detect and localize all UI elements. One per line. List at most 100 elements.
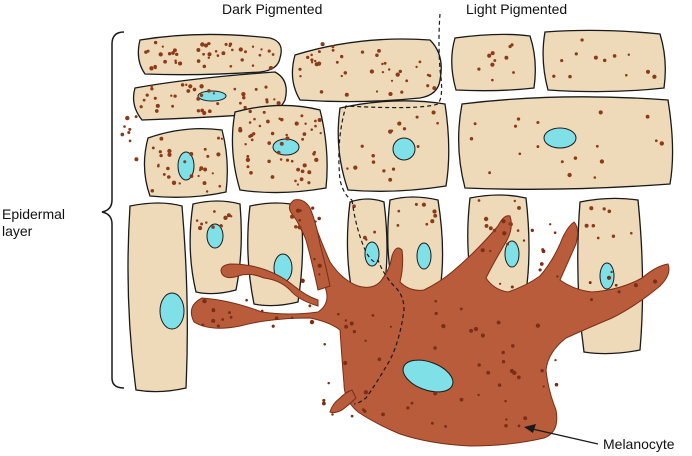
melanin-granule xyxy=(504,399,507,403)
melanin-granule xyxy=(173,94,177,98)
melanin-granule xyxy=(296,183,300,186)
melanin-granule xyxy=(346,167,349,170)
epidermal-layer-bracket xyxy=(101,31,125,389)
melanin-granule xyxy=(421,202,426,207)
melanin-granule xyxy=(511,344,515,348)
melanin-granule xyxy=(207,42,210,46)
melanin-granule xyxy=(381,62,384,66)
melanin-granule xyxy=(595,144,599,148)
dark-light-divider-top xyxy=(338,13,443,201)
melanin-granule xyxy=(416,145,420,148)
nucleus xyxy=(364,241,380,267)
nucleus xyxy=(206,223,224,249)
melanin-granule xyxy=(606,275,612,280)
melanin-granule xyxy=(317,263,322,268)
melanin-granule xyxy=(290,316,294,320)
melanin-granule xyxy=(220,137,224,140)
melanin-granule xyxy=(591,224,596,228)
melanin-granule xyxy=(539,262,544,266)
melanin-granule xyxy=(516,375,521,380)
melanin-granule xyxy=(353,165,358,170)
melanin-granule xyxy=(512,71,515,74)
melanin-granule xyxy=(501,360,506,364)
melanin-granule xyxy=(477,363,481,367)
melanin-granule xyxy=(145,93,149,97)
melanin-granule xyxy=(244,50,247,54)
melanin-granule xyxy=(211,172,214,175)
melanin-granule xyxy=(189,174,194,178)
melanin-granule xyxy=(178,61,183,66)
melanin-granule xyxy=(301,137,305,141)
melanin-granule xyxy=(308,304,312,308)
nucleus xyxy=(177,151,195,181)
melanin-granule xyxy=(198,168,202,172)
melanin-granule xyxy=(300,169,305,174)
melanin-granule xyxy=(285,133,288,137)
melanin-granule xyxy=(344,92,349,97)
melanin-granule xyxy=(144,50,148,54)
melanin-granule xyxy=(166,166,170,171)
melanin-granule xyxy=(320,42,325,47)
melanin-granule xyxy=(573,156,578,160)
melanin-granule xyxy=(488,226,493,231)
melanin-granule xyxy=(302,163,307,168)
melanin-granule xyxy=(228,311,231,315)
melanin-granule xyxy=(398,69,402,74)
melanin-granule xyxy=(645,114,650,119)
melanin-granule xyxy=(197,174,200,178)
melanin-granule xyxy=(612,54,617,58)
melanin-granule xyxy=(599,159,605,164)
melanin-granule xyxy=(388,177,393,182)
melanin-granule xyxy=(214,50,218,53)
melanin-granule xyxy=(517,424,521,428)
melanin-granule xyxy=(299,209,302,212)
melanocyte-label: Melanocyte xyxy=(603,436,675,452)
melanin-granule xyxy=(254,87,258,91)
melanin-granule xyxy=(433,346,437,350)
melanin-granule xyxy=(321,401,326,406)
melanin-granule xyxy=(300,278,305,283)
melanin-granule xyxy=(659,141,664,146)
melanin-granule xyxy=(340,54,344,59)
melanin-granule xyxy=(363,390,369,395)
melanin-granule xyxy=(155,103,160,108)
melanin-granule xyxy=(238,128,243,133)
melanin-granule xyxy=(554,382,559,387)
melanin-granule xyxy=(593,176,597,179)
melanin-granule xyxy=(290,159,294,163)
keratinocyte-dark-bottom-1 xyxy=(127,202,188,393)
melanin-granule xyxy=(276,150,281,155)
melanin-granule xyxy=(233,87,237,91)
melanin-granule xyxy=(331,45,335,49)
nucleus xyxy=(599,262,615,290)
melanin-granule xyxy=(200,42,205,47)
melanin-granule xyxy=(506,242,510,246)
melanin-granule xyxy=(306,55,310,60)
melanin-granule xyxy=(560,59,564,63)
melanin-granule xyxy=(151,146,155,150)
melanin-granule xyxy=(167,51,172,56)
melanin-granule xyxy=(207,56,211,59)
melanin-granule xyxy=(313,59,317,63)
melanin-granule xyxy=(186,89,191,93)
melanin-granule xyxy=(274,316,279,321)
melanin-granule xyxy=(381,412,385,417)
melanin-granule xyxy=(430,421,434,425)
melanin-granule xyxy=(200,108,205,113)
melanin-granule xyxy=(490,51,495,56)
melanin-granule xyxy=(331,413,334,416)
dark-light-divider-bottom xyxy=(351,199,405,405)
melanin-granule xyxy=(249,170,253,175)
melanin-granule xyxy=(249,133,254,138)
melanin-granule xyxy=(150,84,153,88)
melanin-granule xyxy=(590,298,593,302)
melanin-granule xyxy=(266,119,270,124)
melanin-granule xyxy=(298,218,301,222)
melanin-granule xyxy=(302,132,307,136)
melanin-granule xyxy=(199,84,204,89)
melanin-granule xyxy=(195,219,199,222)
melanin-granule xyxy=(596,236,600,240)
melanin-granule xyxy=(279,158,283,161)
nucleus xyxy=(416,242,432,270)
melanin-granule xyxy=(150,189,155,193)
